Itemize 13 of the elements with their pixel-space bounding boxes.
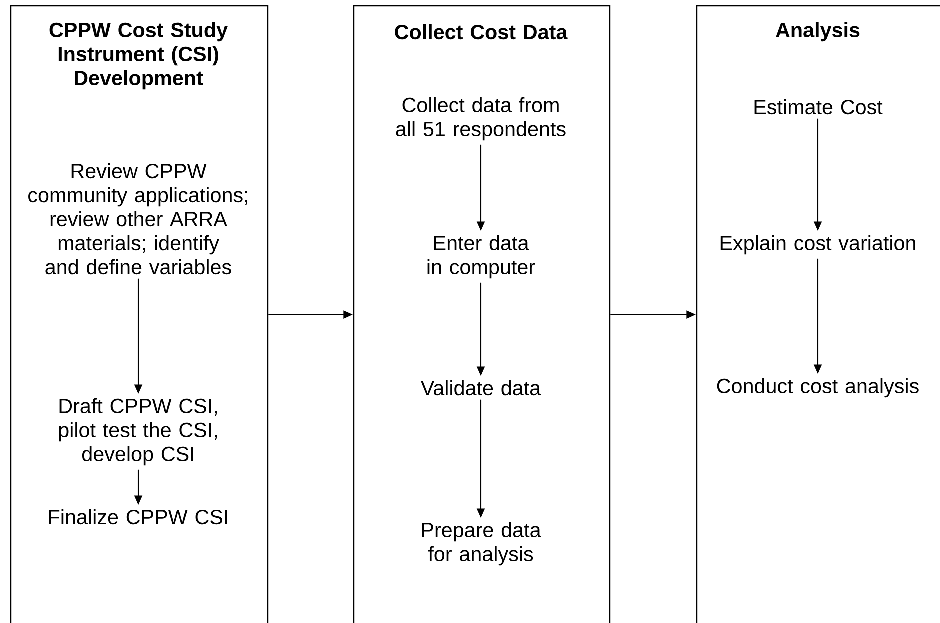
step-text: Finalize CPPW CSI: [49, 509, 228, 525]
step-text: Validate data: [420, 380, 542, 396]
column-heading: Collect Cost Data: [395, 24, 568, 40]
step-text: Explain cost variation: [720, 235, 916, 255]
step-text: Review CPPW community applications; review other ARRA materials; identify and define variables: [28, 163, 248, 275]
column-heading: Analysis: [776, 22, 860, 42]
step-text: Enter data in computer: [428, 235, 536, 279]
step-text: Estimate Cost: [754, 99, 883, 115]
step-text: Prepare data for analysis: [422, 522, 542, 566]
column-heading: CPPW Cost Study Instrument (CSI) Development: [50, 22, 228, 90]
step-text: Draft CPPW CSI, pilot test the CSI, develop CSI: [59, 398, 218, 466]
step-text: Conduct cost analysis: [717, 378, 919, 398]
step-text: Collect data from all 51 respondents: [396, 97, 566, 141]
